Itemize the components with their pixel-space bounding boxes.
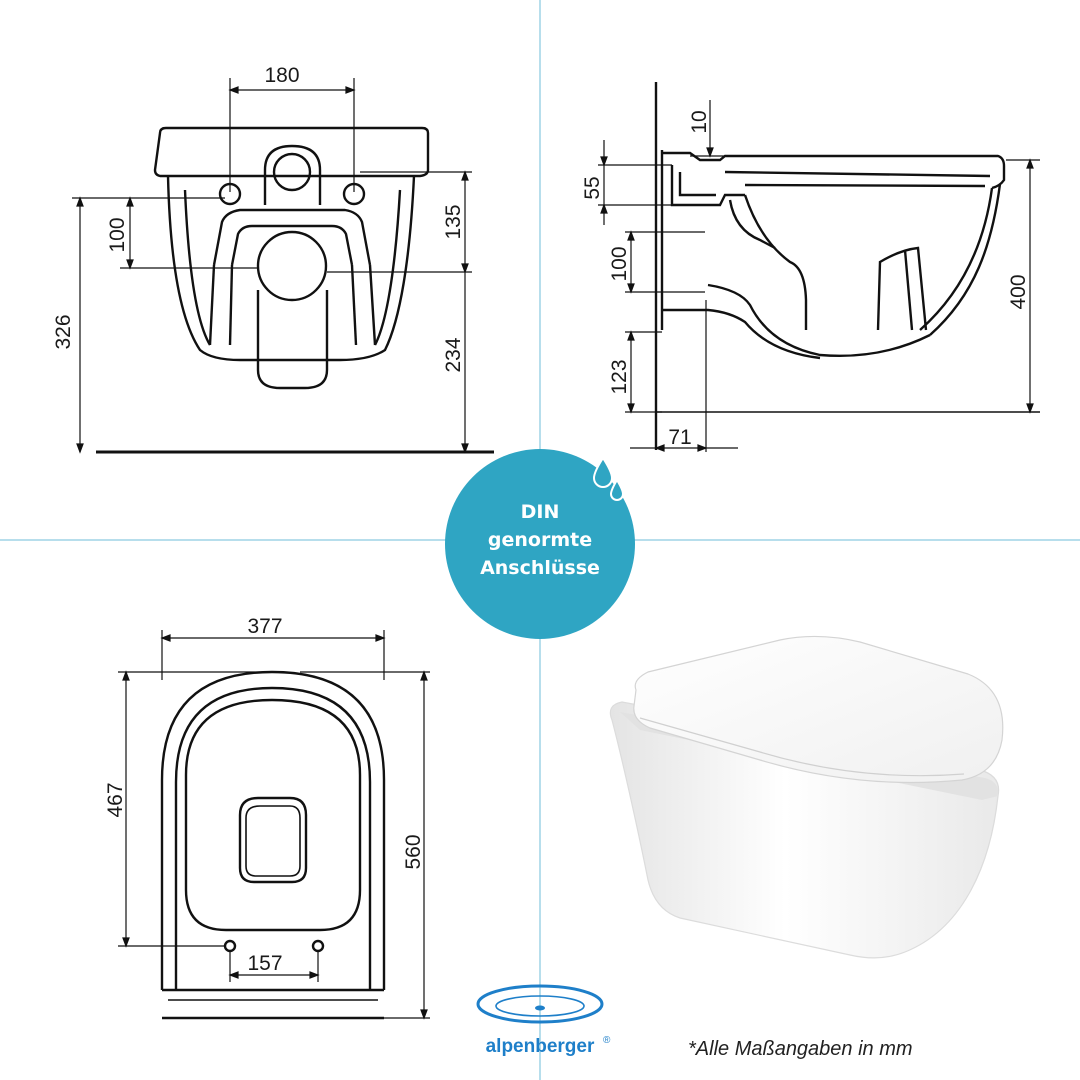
top-view-drawing [160, 670, 386, 1020]
dim-top-467: 467 [104, 782, 127, 817]
dim-side-10: 10 [688, 110, 711, 133]
badge-line1: DIN [521, 501, 560, 523]
top-view-dimension-lines [118, 630, 430, 1020]
dim-front-234: 234 [442, 337, 465, 372]
dim-side-100: 100 [608, 246, 631, 281]
measurement-footnote: *Alle Maßangaben in mm [688, 1038, 913, 1060]
dim-front-135: 135 [442, 204, 465, 239]
dim-top-560: 560 [402, 834, 425, 869]
front-view-dimension-lines [72, 78, 472, 454]
brand-registered-mark: ® [603, 1035, 611, 1046]
side-view-dimension-lines [598, 100, 1040, 452]
alpenberger-logo: alpenberger ® [476, 984, 611, 1057]
dim-front-180: 180 [264, 64, 299, 87]
dim-side-71: 71 [668, 426, 691, 449]
side-view-drawing [654, 82, 1040, 450]
badge-line3: Anschlüsse [480, 557, 600, 579]
water-drops-icon [592, 456, 625, 501]
dim-top-157: 157 [247, 952, 282, 975]
dim-top-377: 377 [247, 615, 282, 638]
toilet-product-image [609, 635, 1004, 959]
dim-side-123: 123 [608, 359, 631, 394]
dim-front-100: 100 [106, 217, 129, 252]
dim-side-400: 400 [1007, 274, 1030, 309]
brand-name: alpenberger [486, 1036, 595, 1057]
front-view-drawing [96, 126, 494, 454]
din-badge: DIN genormte Anschlüsse [445, 449, 635, 639]
dim-side-55: 55 [581, 176, 604, 199]
dim-front-326: 326 [52, 314, 75, 349]
badge-line2: genormte [488, 529, 592, 551]
